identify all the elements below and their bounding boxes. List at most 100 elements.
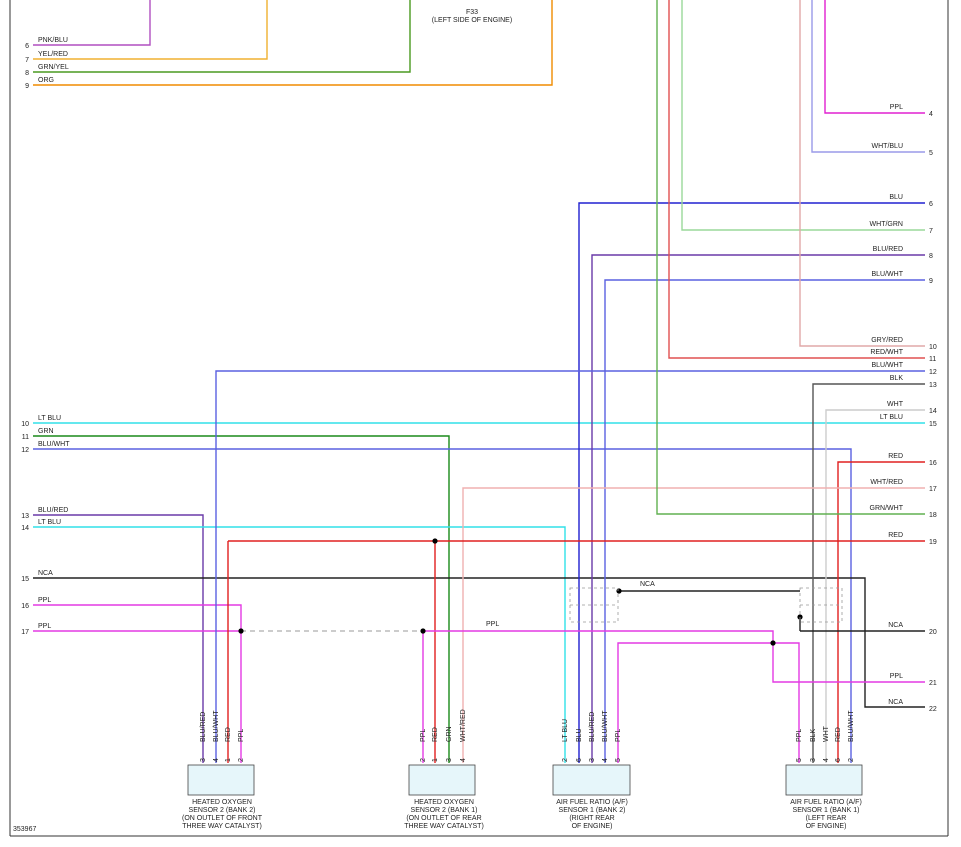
left-wire-label: LT BLU: [38, 415, 61, 422]
splice-dot: [616, 588, 622, 594]
splice-dot: [770, 640, 776, 646]
sensor-pin-number: 1: [432, 758, 439, 762]
sensor-pin-wire: BLU/WHT: [213, 710, 220, 742]
right-wire-label: RED/WHT: [870, 349, 903, 356]
right-pin-number: 9: [929, 278, 933, 285]
right-wire-label: GRN/WHT: [870, 505, 904, 512]
sensor-pin-number: 1: [225, 758, 232, 762]
left-pin-number: 14: [21, 525, 29, 532]
right-pin-number: 19: [929, 539, 937, 546]
left-wire-label: PPL: [38, 623, 51, 630]
right-pin-number: 12: [929, 369, 937, 376]
right-wire-label: BLU: [889, 194, 903, 201]
sensor-pin-number: 6: [576, 758, 583, 762]
mid-label-ppl: PPL: [486, 621, 499, 628]
figure-id: 353967: [13, 826, 36, 833]
left-pin-number: 9: [25, 83, 29, 90]
splice-box-bank2: [569, 587, 619, 623]
right-pin-number: 7: [929, 228, 933, 235]
wire-right-7: [681, 0, 925, 231]
wire-ppl-mid: [423, 630, 774, 643]
sensor-pin-wire: BLU/RED: [589, 712, 596, 742]
wires: [33, 0, 925, 763]
left-pin-number: 6: [25, 43, 29, 50]
sensor-pin-number: 3: [589, 758, 596, 762]
right-pin-number: 11: [929, 356, 936, 363]
sensor-pin-number: 2: [238, 758, 245, 762]
right-pin-number: 18: [929, 512, 937, 519]
splice-box-bank1: [799, 587, 843, 623]
right-pin-number: 16: [929, 460, 937, 467]
right-wire-label: WHT/BLU: [872, 143, 904, 150]
sensor-pin-wire: BLK: [810, 728, 817, 742]
sensor-pin-wire: BLU: [576, 728, 583, 742]
wire-left-11: [33, 435, 450, 763]
sensor-label: (ON OUTLET OF REAR: [406, 815, 481, 822]
sensor-pin-wire: PPL: [796, 729, 803, 742]
sensor-label: THREE WAY CATALYST): [404, 823, 484, 830]
sensor-pin-wire: LT BLU: [562, 719, 569, 742]
splice-dot: [420, 628, 426, 634]
sensor-pin-wire: PPL: [420, 729, 427, 742]
right-wire-label: WHT/RED: [870, 479, 903, 486]
left-wire-label: PPL: [38, 597, 51, 604]
left-wire-label: YEL/RED: [38, 51, 68, 58]
right-pin-number: 13: [929, 382, 937, 389]
wire-left-16: [33, 604, 242, 763]
wire-right-16: [837, 461, 925, 763]
sensor-label: THREE WAY CATALYST): [182, 823, 262, 830]
sensor-pin-number: 2: [848, 758, 855, 762]
wire-right-5: [811, 0, 925, 153]
sensor-pin-number: 4: [602, 758, 609, 762]
left-pin-number: 10: [21, 421, 29, 428]
sensor-label: (RIGHT REAR: [569, 815, 614, 822]
right-pin-number: 5: [929, 150, 933, 157]
sensor-label: SENSOR 2 (BANK 1): [411, 807, 478, 814]
sensor-pin-wire: BLU/RED: [200, 712, 207, 742]
wire-left-9: [33, 0, 553, 86]
sensor-pin-wire: RED: [432, 727, 439, 742]
top-note: F33: [466, 9, 478, 16]
mid-label-nca: NCA: [640, 581, 655, 588]
wire-ppl-afr2: [617, 642, 773, 763]
splice-dot: [238, 628, 244, 634]
wire-ppl-afr1: [773, 642, 800, 763]
wire-left-8: [33, 0, 411, 73]
left-wire-label: NCA: [38, 570, 53, 577]
wire-right-8: [591, 254, 925, 763]
wire-right-18: [656, 0, 925, 515]
wire-right-13: [812, 383, 925, 763]
wire-right-4: [824, 0, 925, 114]
right-wire-label: WHT/GRN: [870, 221, 903, 228]
left-wire-label: GRN: [38, 428, 54, 435]
wire-left-6: [33, 0, 151, 46]
wire-right-6: [578, 202, 925, 763]
right-wire-label: BLU/WHT: [872, 362, 904, 369]
wire-right-12: [215, 370, 925, 763]
left-pin-number: 15: [21, 576, 29, 583]
wire-right-11: [668, 0, 925, 359]
right-wire-label: RED: [888, 532, 903, 539]
wire-left-7: [33, 0, 268, 60]
wire-right-14: [825, 409, 925, 763]
wire-left-14: [33, 526, 566, 763]
sensor-pin-wire: PPL: [615, 729, 622, 742]
splice-dot: [432, 538, 438, 544]
left-wire-label: LT BLU: [38, 519, 61, 526]
wire-left-15: [33, 577, 925, 708]
sensor-pin-number: 4: [823, 758, 830, 762]
sensor-label: HEATED OXYGEN: [192, 799, 252, 806]
right-pin-number: 14: [929, 408, 937, 415]
sensor-label: OF ENGINE): [572, 823, 613, 830]
right-wire-label: NCA: [888, 622, 903, 629]
left-wire-label: BLU/RED: [38, 507, 68, 514]
sensor-pin-number: 4: [213, 758, 220, 762]
sensor-connector: AIR FUEL RATIO (A/F)SENSOR 1 (BANK 2)(RI…: [552, 764, 631, 830]
left-wire-label: ORG: [38, 77, 54, 84]
sensor-pin-number: 3: [446, 758, 453, 762]
sensor-label: SENSOR 1 (BANK 2): [559, 807, 626, 814]
sensor-pin-number: 2: [562, 758, 569, 762]
sensor-pin-wire: RED: [225, 727, 232, 742]
left-pin-number: 13: [21, 513, 29, 520]
left-pin-number: 8: [25, 70, 29, 77]
